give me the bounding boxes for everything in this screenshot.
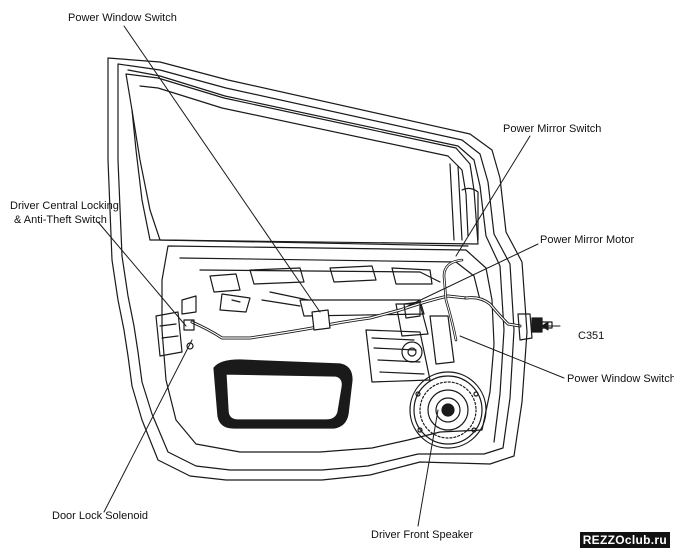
label-driver-central-locking-line2: & Anti-Theft Switch [14,214,107,226]
inner-panel [161,245,495,453]
label-driver-front-speaker: Driver Front Speaker [371,529,474,541]
label-power-mirror-motor: Power Mirror Motor [540,234,635,246]
label-power-window-switch-top: Power Window Switch [68,12,177,24]
panel-cutout [213,359,353,429]
label-power-window-switch-right: Power Window Switch [567,373,674,385]
watermark: REZZOclub.ru [579,532,670,548]
speaker [409,371,487,449]
leader-lines [97,25,565,527]
door-outline [107,57,528,481]
label-door-lock-solenoid: Door Lock Solenoid [52,510,149,522]
label-c351: C351 [578,330,605,342]
label-driver-central-locking-line1: Driver Central Locking [10,200,119,212]
label-power-mirror-switch: Power Mirror Switch [503,123,602,135]
window-frame [125,73,479,247]
door-latch [155,311,195,357]
wiring-harness [190,258,522,342]
window-regulator [365,303,455,383]
